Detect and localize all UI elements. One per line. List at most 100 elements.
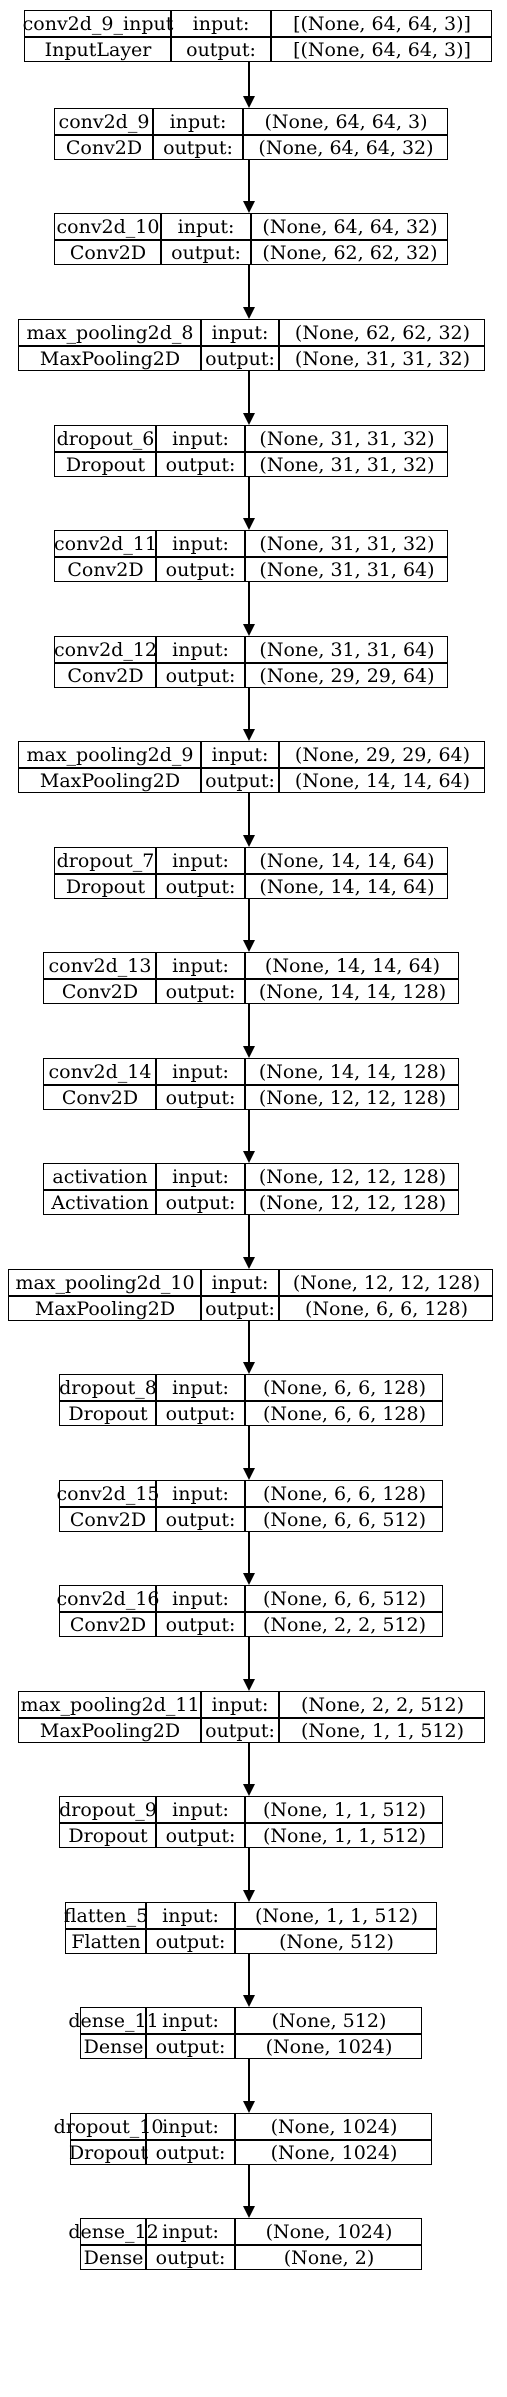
input-label: input: — [172, 1377, 229, 1399]
layer-name: dropout_8 — [59, 1377, 157, 1399]
input-label: input: — [172, 639, 229, 661]
output-label: output: — [165, 1192, 236, 1214]
output-label: output: — [165, 1614, 236, 1636]
edge-arrow-line — [248, 1954, 250, 1995]
output-shape: (None, 29, 29, 64) — [259, 665, 435, 687]
output-label: output: — [155, 2036, 226, 2058]
input-label: input: — [211, 1694, 269, 1716]
row-divider — [44, 1084, 458, 1086]
output-shape: (None, 1, 1, 512) — [300, 1720, 465, 1742]
layer-type: Dropout — [68, 1403, 148, 1425]
output-shape: (None, 14, 14, 64) — [259, 876, 435, 898]
row-divider — [81, 2033, 421, 2035]
edge-arrow-line — [248, 1637, 250, 1679]
input-label: input: — [177, 216, 235, 238]
row-divider — [19, 1717, 484, 1719]
input-label: input: — [162, 2221, 219, 2243]
output-label: output: — [171, 242, 241, 264]
arrowhead-icon — [243, 1890, 255, 1902]
output-shape: (None, 1, 1, 512) — [262, 1825, 427, 1847]
layer-type: Conv2D — [69, 1614, 147, 1636]
input-label: input: — [162, 1905, 219, 1927]
row-divider — [55, 451, 447, 453]
edge-arrow-line — [248, 899, 250, 940]
layer-type: Conv2D — [69, 1509, 147, 1531]
output-label: output: — [205, 770, 275, 792]
column-divider — [155, 1586, 157, 1636]
output-label: output: — [165, 1509, 236, 1531]
arrowhead-icon — [243, 1679, 255, 1691]
layer-type: MaxPooling2D — [39, 348, 181, 370]
input-shape: (None, 12, 12, 128) — [292, 1272, 481, 1294]
column-divider — [155, 1481, 157, 1531]
input-label: input: — [162, 2010, 219, 2032]
layer-name: conv2d_12 — [54, 639, 157, 661]
output-shape: (None, 12, 12, 128) — [258, 1087, 447, 1109]
input-label: input: — [172, 850, 229, 872]
output-label: output: — [165, 981, 236, 1003]
output-shape: (None, 12, 12, 128) — [258, 1192, 447, 1214]
column-divider — [278, 1692, 280, 1742]
output-shape: (None, 14, 14, 128) — [258, 981, 447, 1003]
row-divider — [66, 1928, 436, 1930]
row-divider — [71, 2139, 431, 2141]
arrowhead-icon — [243, 1362, 255, 1374]
layer-type: MaxPooling2D — [39, 1720, 181, 1742]
row-divider — [19, 345, 484, 347]
output-shape: (None, 14, 14, 64) — [294, 770, 471, 792]
layer-type: Dense — [83, 2247, 144, 2269]
input-shape: (None, 6, 6, 128) — [262, 1377, 427, 1399]
input-label: input: — [172, 1166, 229, 1188]
input-label: input: — [172, 1061, 229, 1083]
edge-arrow-line — [248, 371, 250, 413]
arrowhead-icon — [243, 940, 255, 952]
output-shape: (None, 6, 6, 128) — [262, 1403, 427, 1425]
input-shape: (None, 31, 31, 32) — [259, 533, 435, 555]
edge-arrow-line — [248, 688, 250, 729]
input-shape: (None, 31, 31, 64) — [259, 639, 435, 661]
column-divider — [278, 1270, 280, 1320]
column-divider — [244, 1586, 246, 1636]
output-label: output: — [163, 137, 233, 159]
layer-type: MaxPooling2D — [34, 1298, 176, 1320]
edge-arrow-line — [248, 477, 250, 518]
output-label: output: — [186, 39, 256, 61]
layer-name: conv2d_9_input — [22, 13, 174, 35]
input-shape: (None, 12, 12, 128) — [258, 1166, 447, 1188]
output-label: output: — [165, 559, 236, 581]
output-shape: (None, 1024) — [270, 2142, 398, 2164]
column-divider — [278, 742, 280, 792]
layer-type: Conv2D — [61, 981, 139, 1003]
column-divider — [244, 1797, 246, 1847]
column-divider — [170, 11, 172, 61]
column-divider — [244, 1164, 246, 1214]
layer-name: dense_12 — [68, 2221, 159, 2243]
column-divider — [250, 214, 252, 264]
output-shape: (None, 31, 31, 32) — [259, 454, 435, 476]
input-shape: (None, 1, 1, 512) — [262, 1799, 427, 1821]
edge-arrow-line — [248, 62, 250, 96]
column-divider — [155, 1164, 157, 1214]
input-shape: (None, 1, 1, 512) — [254, 1905, 419, 1927]
arrowhead-icon — [243, 413, 255, 425]
edge-arrow-line — [248, 1743, 250, 1784]
layer-type: Dense — [83, 2036, 144, 2058]
layer-type: MaxPooling2D — [39, 770, 181, 792]
edge-arrow-line — [248, 1321, 250, 1362]
edge-arrow-line — [248, 1426, 250, 1468]
column-divider — [234, 2114, 236, 2164]
layer-name: conv2d_10 — [56, 216, 160, 238]
output-label: output: — [165, 1825, 236, 1847]
layer-type: Conv2D — [69, 242, 147, 264]
